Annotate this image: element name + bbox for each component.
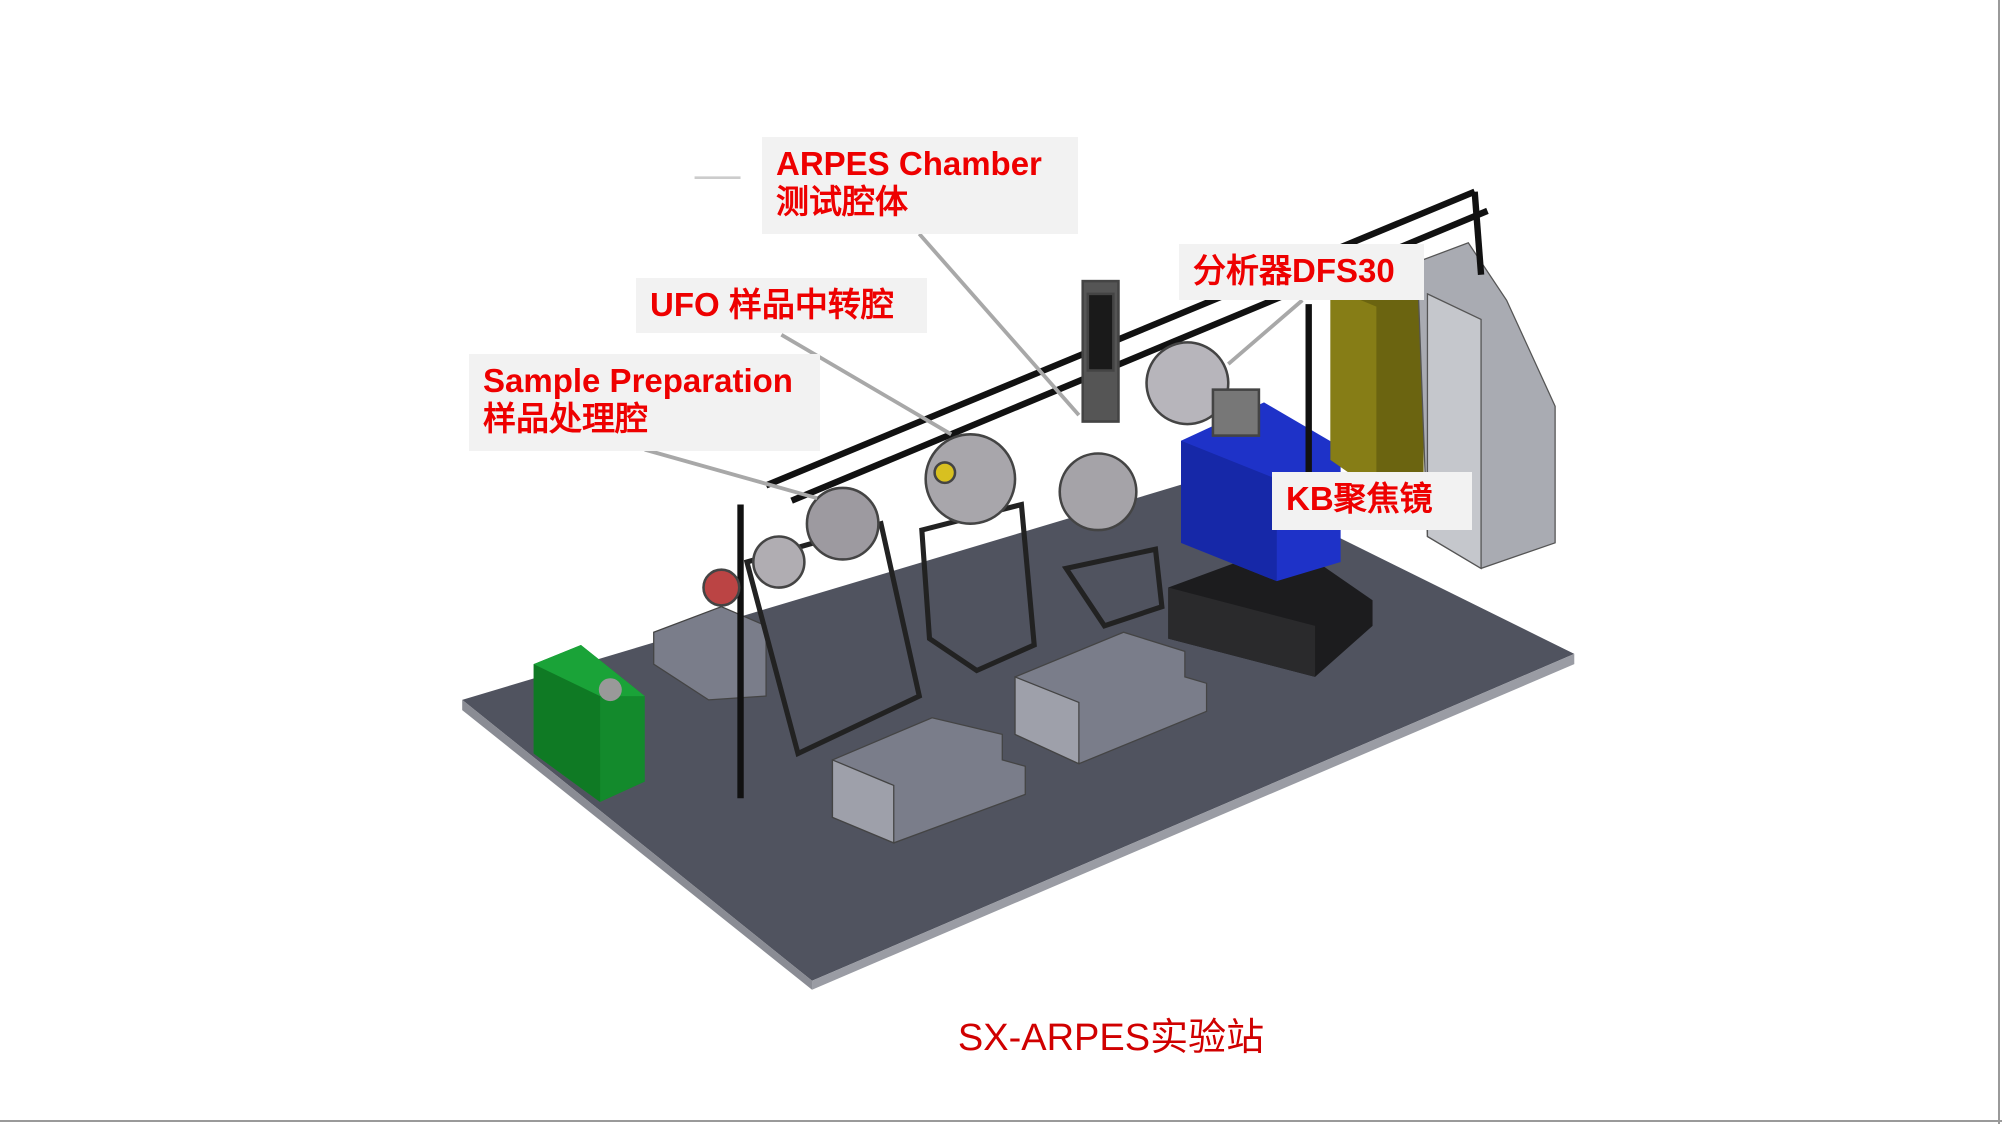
- label-analyzer: 分析器DFS30: [1179, 244, 1424, 300]
- label-arpes-en: ARPES Chamber: [776, 145, 1042, 182]
- label-analyzer-text: 分析器DFS30: [1193, 252, 1395, 289]
- label-kb-mirror: KB聚焦镜: [1272, 472, 1472, 530]
- label-kb-text: KB聚焦镜: [1286, 480, 1433, 517]
- steps: [653, 605, 1208, 844]
- vacuum-chambers: [702, 279, 1261, 607]
- leader-lines: [644, 176, 1304, 501]
- kb-mirror-box: [1181, 402, 1341, 582]
- label-arpes-zh: 测试腔体: [776, 183, 908, 220]
- label-arpes-chamber: ARPES Chamber 测试腔体: [762, 137, 1078, 234]
- label-sample-preparation: Sample Preparation 样品处理腔: [469, 354, 820, 451]
- label-ufo-text: UFO 样品中转腔: [650, 286, 894, 323]
- slide-border-right: [1998, 0, 2000, 1124]
- buffer-box: [533, 644, 645, 803]
- label-sample-prep-zh: 样品处理腔: [483, 400, 648, 437]
- electronics-cabinet: [1330, 242, 1556, 570]
- figure-title: SX-ARPES实验站: [957, 1017, 1265, 1059]
- kb-stand: [1168, 542, 1373, 677]
- label-sample-prep-en: Sample Preparation: [483, 362, 793, 399]
- slide-border-bottom: [0, 1120, 2002, 1122]
- label-ufo-chamber: UFO 样品中转腔: [636, 278, 927, 333]
